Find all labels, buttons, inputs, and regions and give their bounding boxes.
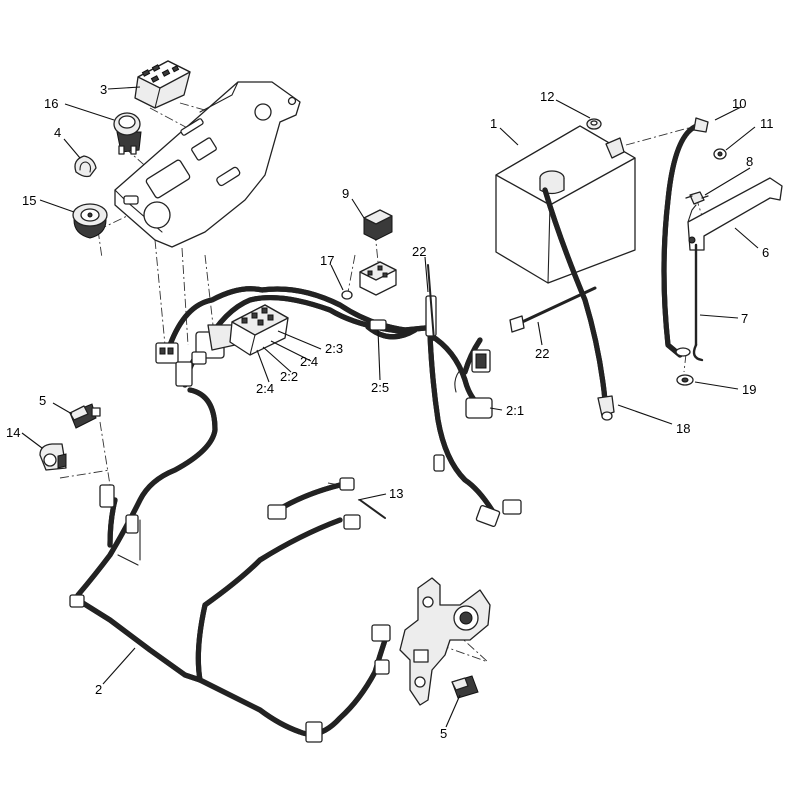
callout-2-4-right: 2:4 [300,354,318,369]
callout-8: 8 [746,154,753,169]
callout-7: 7 [741,311,748,326]
hold-down-rod [692,243,704,362]
callout-2-2: 2:2 [280,369,298,384]
callout-6: 6 [762,245,769,260]
fuse-block [229,304,289,356]
callout-2-3: 2:3 [325,341,343,356]
callout-22-lower: 22 [535,346,549,361]
switch-module [134,60,191,109]
callout-14: 14 [6,425,20,440]
callout-15: 15 [22,193,36,208]
control-panel-plate [114,81,301,248]
retaining-clip [74,155,97,178]
callout-10: 10 [732,96,746,111]
terminal-bolt [713,148,727,160]
callout-12: 12 [540,89,554,104]
wire-clip [359,499,386,519]
screw [341,290,353,300]
battery [495,125,636,284]
washer [676,374,694,386]
plunger-switch-upper [69,403,101,429]
callout-4: 4 [54,125,61,140]
callout-16: 16 [44,96,58,111]
callout-13: 13 [389,486,403,501]
callout-18: 18 [676,421,690,436]
relay-socket [359,261,397,296]
callout-2-4-left: 2:4 [256,381,274,396]
harness-connectors [69,295,522,743]
callout-2-5: 2:5 [371,380,389,395]
callout-22-upper: 22 [412,244,426,259]
key-switch [113,112,142,155]
callout-5-upper: 5 [39,393,46,408]
hour-meter [72,203,108,239]
battery-hold-down [687,177,783,251]
callout-11: 11 [760,116,774,131]
seat-switch [39,443,67,471]
callout-5-lower: 5 [440,726,447,741]
terminal-nut [586,118,602,130]
callout-2-1: 2:1 [506,403,524,418]
callout-2: 2 [95,682,102,697]
pedal-switch-bracket [399,577,491,706]
cable-tie [427,264,597,341]
leader-lines [21,86,759,728]
plunger-switch-lower [451,675,479,699]
callout-19: 19 [742,382,756,397]
callout-9: 9 [342,186,349,201]
callout-3: 3 [100,82,107,97]
relay [363,209,393,241]
wing-nut [685,191,709,205]
callout-1: 1 [490,116,497,131]
callout-17: 17 [320,253,334,268]
callout-labels: 1 2 3 4 5 5 6 7 8 9 10 11 12 13 14 15 16… [6,82,774,741]
battery-cables [542,117,709,421]
